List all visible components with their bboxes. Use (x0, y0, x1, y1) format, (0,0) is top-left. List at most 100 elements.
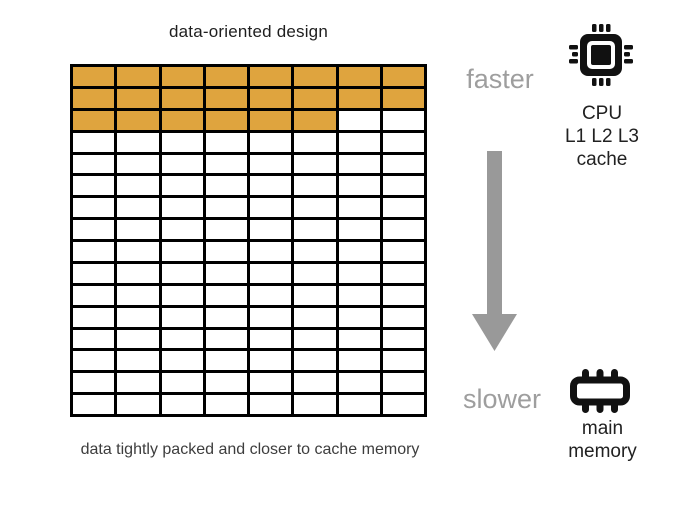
grid-cell (382, 220, 424, 239)
grid-cell (250, 395, 292, 414)
grid-cell (382, 285, 424, 305)
grid-cell (205, 110, 247, 130)
grid-cell (73, 307, 115, 327)
grid-cell (161, 351, 203, 371)
grid-cell (250, 220, 292, 239)
grid-cell (117, 132, 159, 152)
grid-cell (117, 285, 159, 305)
grid-cell (73, 395, 115, 414)
diagram-title: data-oriented design (168, 22, 328, 41)
grid-cell (161, 220, 203, 239)
grid-cell (161, 110, 203, 130)
grid-cell (73, 110, 115, 130)
grid-cell (382, 242, 424, 261)
grid-cell (250, 67, 292, 86)
grid-cell (73, 285, 115, 305)
cpu-label-line3: cache (576, 149, 628, 170)
grid-cell (117, 88, 159, 108)
grid-cell (117, 329, 159, 349)
grid-cell (117, 263, 159, 283)
memory-label-line1: main (581, 418, 624, 439)
grid-cell (205, 263, 247, 283)
grid-cell (250, 198, 292, 218)
grid-cell (294, 110, 336, 130)
memory-label-line2: memory (568, 441, 637, 462)
grid-cell (382, 263, 424, 283)
grid-cell (338, 67, 380, 86)
grid-cell (161, 263, 203, 283)
grid-cell (161, 132, 203, 152)
grid-cell (294, 176, 336, 196)
grid-cell (161, 307, 203, 327)
grid-cell (250, 242, 292, 261)
grid-cell (205, 220, 247, 239)
faster-label: faster (466, 64, 534, 94)
grid-cell (382, 329, 424, 349)
grid-cell (73, 154, 115, 174)
slower-label: slower (462, 384, 542, 414)
grid-cell (161, 395, 203, 414)
grid-cell (161, 176, 203, 196)
grid-cell (294, 329, 336, 349)
cpu-chip-icon (569, 24, 633, 86)
grid-cell (250, 307, 292, 327)
memory-label: main memory (545, 417, 660, 463)
grid-cell (205, 132, 247, 152)
grid-cell (205, 351, 247, 371)
grid-cell (250, 154, 292, 174)
grid-cell (205, 285, 247, 305)
grid-cell (382, 132, 424, 152)
grid-cell (73, 220, 115, 239)
grid-cell (382, 373, 424, 393)
down-arrow-icon (472, 151, 517, 351)
grid-cell (338, 395, 380, 414)
grid-cell (161, 154, 203, 174)
grid-cell (117, 220, 159, 239)
grid-cell (73, 329, 115, 349)
grid-cell (117, 351, 159, 371)
grid-cell (294, 395, 336, 414)
grid-cell (161, 329, 203, 349)
cpu-label-line2: L1 L2 L3 (565, 126, 639, 147)
grid-cell (250, 110, 292, 130)
grid-cell (338, 351, 380, 371)
grid-cell (382, 67, 424, 86)
grid-cell (294, 307, 336, 327)
grid-cell (250, 88, 292, 108)
grid-cell (338, 176, 380, 196)
grid-cell (294, 285, 336, 305)
grid-cell (205, 176, 247, 196)
grid-cell (250, 176, 292, 196)
grid-cell (294, 88, 336, 108)
grid-cell (73, 242, 115, 261)
grid-cell (205, 154, 247, 174)
grid-cell (161, 67, 203, 86)
grid-cell (294, 373, 336, 393)
grid-cell (73, 67, 115, 86)
grid-cell (338, 132, 380, 152)
grid-cell (382, 88, 424, 108)
grid-cell (382, 198, 424, 218)
grid-cell (294, 67, 336, 86)
cpu-label-line1: CPU (581, 103, 623, 124)
grid-cell (161, 198, 203, 218)
grid-cell (205, 329, 247, 349)
memory-grid (70, 64, 427, 417)
grid-cell (294, 263, 336, 283)
grid-cell (117, 67, 159, 86)
grid-cell (294, 154, 336, 174)
grid-cell (382, 176, 424, 196)
grid-cell (382, 154, 424, 174)
grid-cell (73, 88, 115, 108)
grid-cell (250, 351, 292, 371)
grid-cell (294, 351, 336, 371)
grid-cell (161, 88, 203, 108)
grid-cell (117, 176, 159, 196)
grid-cell (205, 198, 247, 218)
grid-cell (338, 329, 380, 349)
grid-cell (205, 88, 247, 108)
grid-cell (117, 307, 159, 327)
grid-cell (338, 307, 380, 327)
grid-cell (382, 307, 424, 327)
